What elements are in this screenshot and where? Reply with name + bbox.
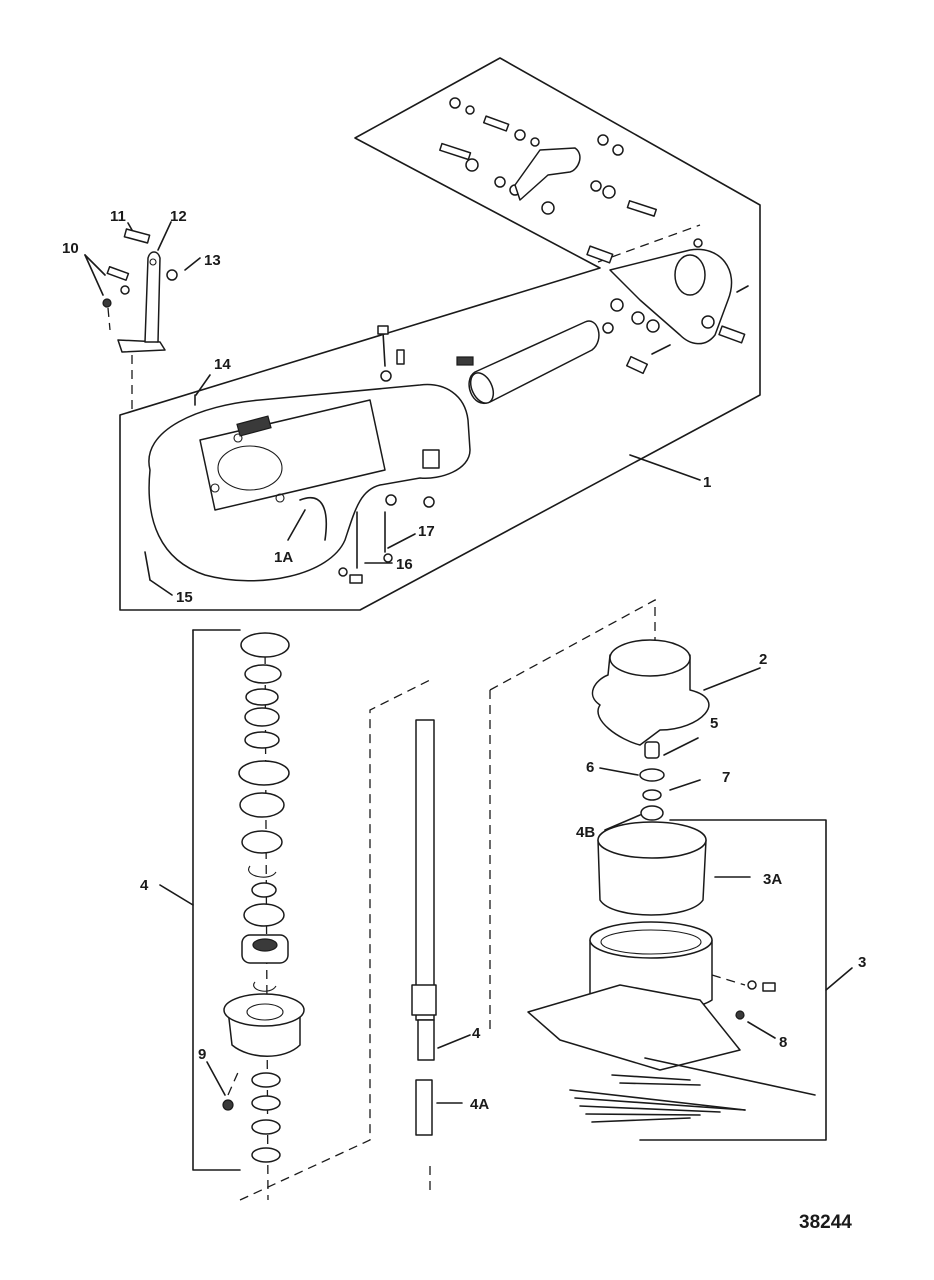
housing-assembly-group bbox=[119, 57, 761, 611]
callout-leaders-housing bbox=[149, 374, 701, 596]
drive-shaft-group bbox=[239, 679, 471, 1201]
callout-15: 15 bbox=[176, 589, 193, 606]
callout-4-bearing: 4 bbox=[140, 877, 149, 894]
figure-number: 38244 bbox=[799, 1212, 852, 1233]
callout-3: 3 bbox=[858, 954, 866, 971]
callout-3a: 3A bbox=[763, 871, 782, 888]
callout-1: 1 bbox=[703, 474, 711, 491]
callout-5: 5 bbox=[710, 715, 718, 732]
callout-16: 16 bbox=[396, 556, 413, 573]
callout-12: 12 bbox=[170, 208, 187, 225]
callout-14: 14 bbox=[214, 356, 231, 373]
callout-17: 17 bbox=[418, 523, 435, 540]
callout-10: 10 bbox=[62, 240, 79, 257]
callout-4b: 4B bbox=[576, 824, 595, 841]
bearing-stack-group bbox=[159, 629, 305, 1201]
grate-bars bbox=[569, 1074, 746, 1123]
callout-7: 7 bbox=[722, 769, 730, 786]
bracket-detail bbox=[84, 221, 201, 415]
callout-4a: 4A bbox=[470, 1096, 489, 1113]
callout-2: 2 bbox=[759, 651, 767, 668]
callout-1a: 1A bbox=[274, 549, 293, 566]
callout-8: 8 bbox=[779, 1034, 787, 1051]
callout-labels: 1 1A 2 3 3A 4 4 4A 4B 5 6 7 8 9 10 11 12… bbox=[62, 208, 866, 1113]
callout-13: 13 bbox=[204, 252, 221, 269]
callout-11: 11 bbox=[110, 208, 126, 225]
callout-9: 9 bbox=[198, 1046, 206, 1063]
pump-group bbox=[489, 598, 853, 1141]
callout-6: 6 bbox=[586, 759, 594, 776]
callout-4-shaft: 4 bbox=[472, 1025, 481, 1042]
